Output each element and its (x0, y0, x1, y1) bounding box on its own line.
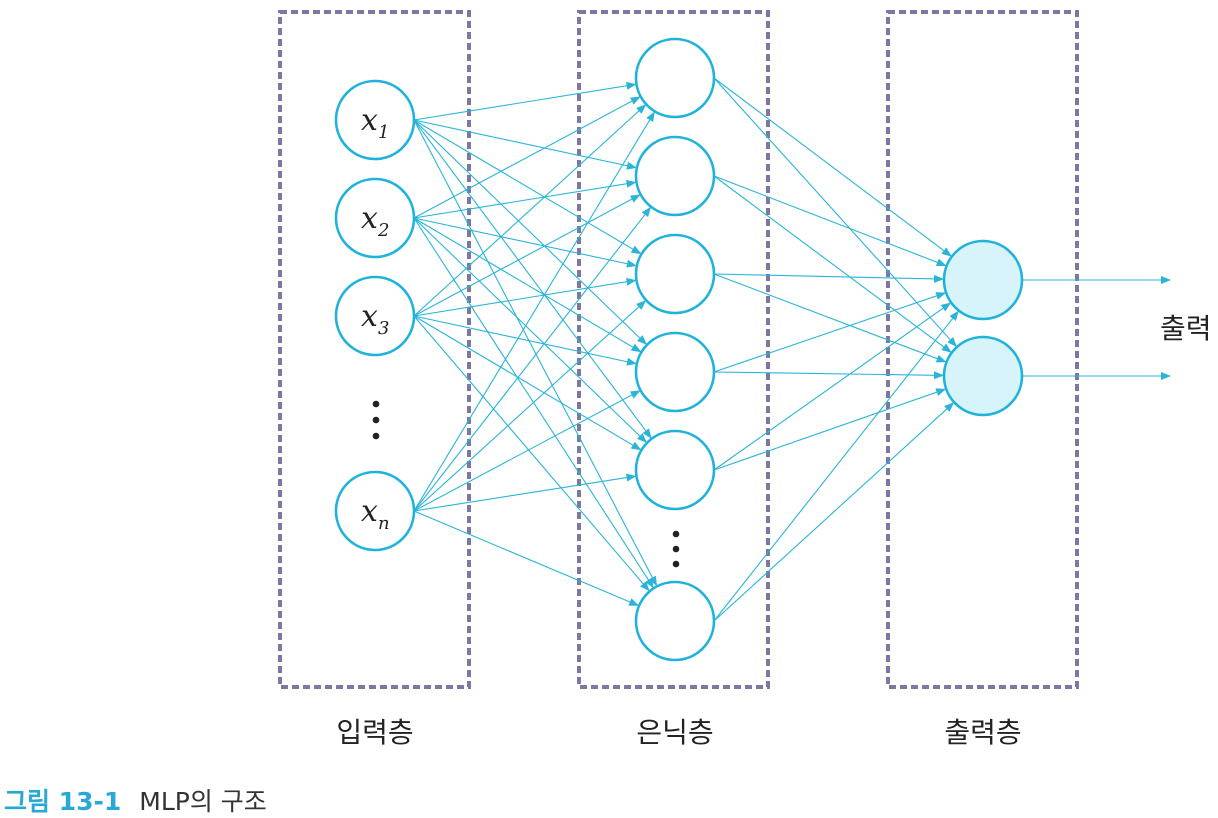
input-hidden-edge-2-4 (413, 217, 642, 353)
output-node-1 (942, 239, 1024, 321)
input-node-1: x 1 (334, 79, 416, 161)
input-hidden-edge-3-5 (413, 315, 642, 451)
hidden-node-2 (634, 135, 716, 217)
output-layer-label: 출력층 (944, 716, 1021, 749)
hidden-node-4 (634, 331, 716, 413)
hidden-output-edge-4-2 (713, 371, 945, 380)
input-layer-box (278, 10, 471, 689)
hidden-node-3 (634, 233, 716, 315)
hidden-output-edge-6-1 (713, 310, 959, 622)
input-node-3: x 3 (334, 275, 416, 357)
input-hidden-edge-1-2 (413, 119, 637, 170)
input-node-n: x n (334, 470, 416, 552)
hidden-layer-label: 은닉층 (636, 716, 713, 749)
output-label: 출력 (1160, 312, 1212, 345)
input-hidden-edge-4-2 (413, 206, 652, 512)
input-symbol: x (361, 494, 378, 529)
input-hidden-edge-4-4 (413, 390, 641, 512)
output-node-2 (942, 335, 1024, 417)
hidden-ellipsis (672, 530, 680, 568)
hidden-layer-box (577, 10, 770, 689)
hidden-output-edge-1-1 (713, 77, 952, 257)
output-layer-box (886, 10, 1079, 689)
hidden-node-5 (634, 429, 716, 511)
input-ellipsis (372, 400, 380, 440)
hidden-output-edge-6-2 (713, 402, 955, 622)
input-layer-label: 입력층 (336, 716, 413, 749)
input-hidden-edge-2-2 (413, 179, 637, 219)
hidden-output-edge-5-1 (713, 302, 952, 471)
input-hidden-edge-3-6 (413, 315, 650, 592)
input-hidden-edge-1-3 (413, 119, 642, 255)
input-subscript: n (378, 513, 390, 534)
input-hidden-edge-3-2 (413, 194, 641, 317)
input-symbol: x (361, 299, 378, 334)
input-hidden-edge-3-3 (413, 277, 637, 317)
input-hidden-edge-1-6 (413, 119, 658, 587)
input-hidden-edge-4-6 (413, 510, 640, 606)
caption-number: 그림 13-1 (4, 787, 122, 816)
hidden-output-edge-1-2 (713, 77, 957, 348)
hidden-node-1 (634, 37, 716, 119)
hidden-output-edge-3-1 (713, 273, 945, 283)
caption-text: MLP의 구조 (139, 787, 267, 816)
input-hidden-edge-4-1 (413, 111, 655, 512)
input-hidden-edge-2-3 (413, 217, 637, 268)
input-hidden-edge-3-1 (413, 104, 647, 317)
input-node-2: x 2 (334, 177, 416, 259)
input-hidden-edge-3-4 (413, 315, 637, 366)
hidden-output-edge-2-2 (713, 175, 952, 353)
input-hidden-edge-4-5 (413, 473, 637, 512)
input-hidden-edge-4-3 (413, 300, 647, 512)
hidden-node-6 (634, 580, 716, 662)
input-symbol: x (361, 201, 378, 236)
figure-caption: 그림 13-1 MLP의 구조 (4, 782, 267, 818)
hidden-output-edge-5-2 (713, 388, 947, 471)
input-hidden-edge-1-4 (413, 119, 647, 345)
input-hidden-edge-1-1 (413, 81, 637, 121)
hidden-output-edge-4-1 (713, 292, 947, 373)
input-hidden-edge-1-5 (413, 119, 652, 439)
hidden-output-edge-3-2 (713, 273, 947, 363)
connections (413, 77, 959, 622)
input-symbol: x (361, 103, 378, 138)
input-subscript: 1 (378, 122, 389, 143)
input-hidden-edge-2-1 (413, 96, 641, 219)
input-subscript: 3 (378, 318, 389, 339)
input-subscript: 2 (377, 220, 389, 241)
hidden-output-edge-2-1 (713, 175, 947, 267)
input-hidden-edge-2-5 (413, 217, 647, 443)
